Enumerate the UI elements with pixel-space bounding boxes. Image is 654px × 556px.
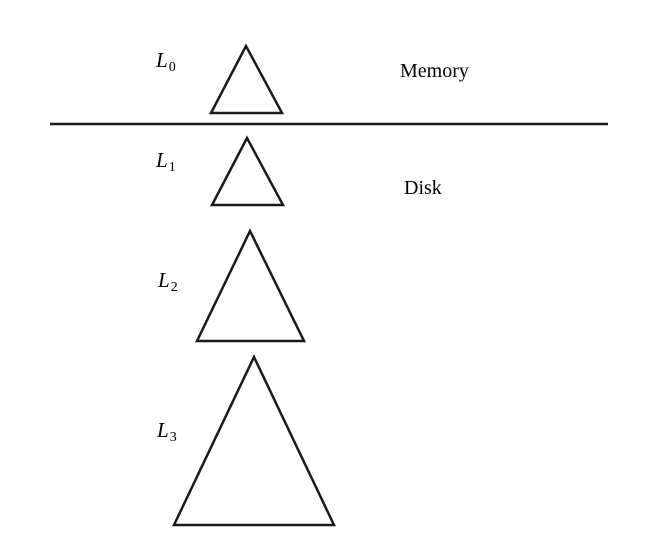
level-1-letter: L bbox=[156, 148, 168, 172]
level-3-tree-triangle bbox=[172, 354, 336, 527]
level-2-label: L2 bbox=[158, 270, 178, 295]
level-1-label: L1 bbox=[156, 150, 176, 175]
level-3-letter: L bbox=[157, 418, 169, 442]
level-0-label: L0 bbox=[156, 50, 176, 75]
level-2-tree-triangle bbox=[195, 228, 307, 343]
disk-region-label: Disk bbox=[404, 177, 442, 199]
level-3-label: L3 bbox=[157, 420, 177, 445]
level-1-tree-triangle bbox=[209, 135, 286, 207]
level-1-index: 1 bbox=[168, 160, 176, 175]
level-3-index: 3 bbox=[169, 430, 177, 445]
level-0-index: 0 bbox=[168, 60, 176, 75]
level-2-index: 2 bbox=[170, 280, 178, 295]
level-0-tree-triangle bbox=[208, 43, 285, 115]
level-0-letter: L bbox=[156, 48, 168, 72]
level-2-letter: L bbox=[158, 268, 170, 292]
memory-region-label: Memory bbox=[400, 60, 469, 82]
